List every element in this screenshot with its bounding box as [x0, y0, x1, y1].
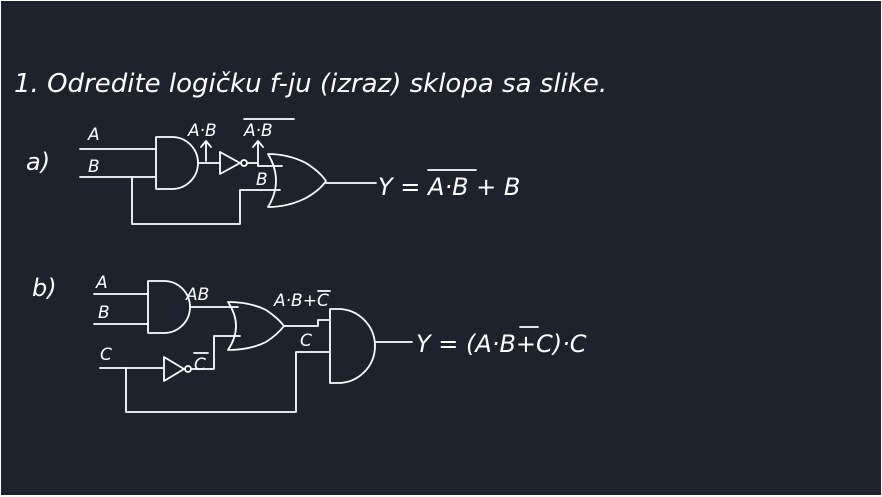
frame-left-edge	[0, 0, 1, 497]
part-a-and-output-arrow	[200, 140, 212, 162]
part-a-input-b-label: B	[88, 157, 100, 177]
part-a-feedback-wire	[131, 176, 281, 225]
part-a-label: a)	[26, 148, 50, 176]
part-b-wire-not-or	[190, 335, 241, 370]
part-b-result: Y = (A·B+C)·C	[416, 330, 587, 358]
part-b-input-c-label: C	[100, 345, 112, 365]
part-b-input-b-label: B	[98, 303, 110, 323]
part-a-and-output-label: A·B	[187, 121, 217, 141]
part-b-input-a-label: A	[95, 273, 108, 293]
part-b-or-output-label: A·B+C	[273, 291, 329, 311]
part-a: a) A B A·B A·B	[26, 118, 520, 225]
part-b-not-gate	[163, 356, 185, 382]
part-b-and-gate-2	[329, 308, 376, 384]
part-a-or-gate	[267, 153, 327, 208]
part-b-or-gate	[227, 301, 285, 351]
part-a-not-output-label: A·B	[243, 121, 273, 141]
part-b-feedback-wire	[125, 351, 331, 413]
part-b: b) A B C AB C A·B+C	[32, 273, 587, 413]
part-b-label: b)	[32, 274, 57, 302]
part-b-feedback-label: C	[300, 331, 312, 351]
part-a-input-a-label: A	[87, 125, 100, 145]
part-a-not-output-arrow	[252, 140, 264, 163]
part-a-feedback-label: B	[256, 170, 268, 190]
part-a-not-gate	[219, 151, 241, 175]
part-a-and-gate	[155, 136, 199, 190]
part-b-and-output-label: AB	[185, 285, 209, 305]
frame-bottom-edge	[0, 495, 882, 497]
part-a-result: Y = A·B + B	[378, 173, 520, 201]
frame-top-edge	[0, 0, 882, 1]
part-b-wire-or-and	[283, 319, 331, 327]
part-b-not-output-label: C	[194, 355, 206, 375]
part-b-and-gate-1	[147, 280, 191, 334]
part-a-wire-not-or	[246, 162, 283, 167]
task-title: 1. Odredite logičku f-ju (izraz) sklopa …	[14, 69, 607, 99]
